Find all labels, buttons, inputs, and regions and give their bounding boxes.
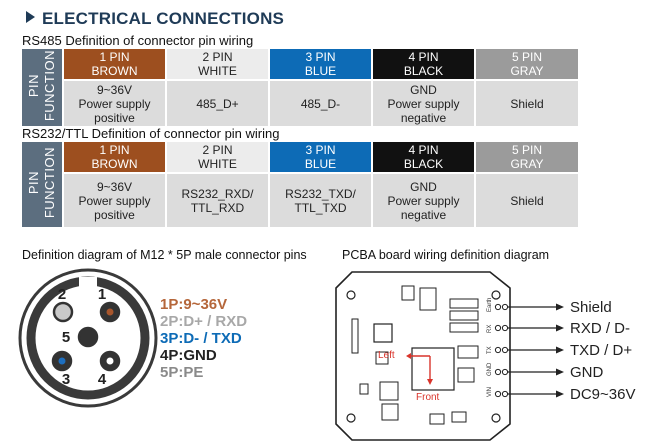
wire-txd xyxy=(494,346,564,354)
triangle-icon xyxy=(26,11,35,23)
wire-shield xyxy=(494,303,564,311)
component xyxy=(449,298,479,309)
value-pin-5: Shield xyxy=(474,172,578,227)
pin-5 xyxy=(77,326,99,348)
connector-key-notch xyxy=(79,277,97,288)
rs485-table-title: RS485 Definition of connector pin wiring xyxy=(22,33,254,48)
pin-4-dot xyxy=(106,357,114,365)
pad-label-vin: VIN xyxy=(487,387,493,397)
value-pin-2: 485_D+ xyxy=(165,79,269,126)
left-arrowhead-icon xyxy=(406,353,411,359)
pin-1-dot xyxy=(106,308,114,316)
value-pin-5: Shield xyxy=(474,79,578,126)
component xyxy=(451,411,467,423)
wire-rxd xyxy=(494,324,564,332)
connector-header xyxy=(351,318,359,354)
mount-hole-icon xyxy=(346,413,356,423)
connector-label-rxd: RXD / D- xyxy=(570,320,630,337)
component xyxy=(429,413,445,425)
m12-pin-list: 1P:9~36V 2P:D+ / RXD 3P:D- / TXD 4P:GND … xyxy=(160,296,247,381)
component xyxy=(381,403,399,421)
pin-2 xyxy=(52,301,74,323)
component xyxy=(457,345,479,359)
value-pin-3: RS232_TXD/TTL_TXD xyxy=(268,172,372,227)
component xyxy=(449,322,479,333)
m12-connector-diagram: 2 1 5 3 4 xyxy=(18,268,158,408)
value-pin-3: 485_D- xyxy=(268,79,372,126)
component xyxy=(375,351,389,365)
front-label: Front xyxy=(416,392,440,403)
component xyxy=(359,383,369,395)
component xyxy=(401,285,415,301)
connector-label-dc: DC9~36V xyxy=(570,386,635,403)
pcba-board-diagram: Left Front Earth RX TX GND VIN Shield RX… xyxy=(335,271,635,441)
pin-2-number: 2 xyxy=(58,286,66,303)
m12-diagram-title: Definition diagram of M12 * 5P male conn… xyxy=(22,248,307,262)
component xyxy=(419,287,437,311)
pin-1-number: 1 xyxy=(98,286,106,303)
pin-4-definition: 4P:GND xyxy=(160,347,217,364)
value-pin-2: RS232_RXD/TTL_RXD xyxy=(165,172,269,227)
section-heading: ELECTRICAL CONNECTIONS xyxy=(26,9,284,29)
component xyxy=(379,381,399,401)
connector-label-txd: TXD / D+ xyxy=(570,342,632,359)
component xyxy=(449,310,479,321)
pin-4-number: 4 xyxy=(98,371,107,388)
pin-function-label: PIN FUNCTION xyxy=(22,142,63,227)
sensor-module xyxy=(411,347,455,391)
pin-2-definition: 2P:D+ / RXD xyxy=(160,313,248,330)
pin-3-definition: 3P:D- / TXD xyxy=(160,330,242,347)
pin-5-number: 5 xyxy=(62,329,70,346)
pad-label-earth: Earth xyxy=(487,298,493,312)
rs232-table-title: RS232/TTL Definition of connector pin wi… xyxy=(22,126,280,141)
pin-3-dot xyxy=(58,357,66,365)
front-arrowhead-icon xyxy=(427,379,433,385)
wire-gnd xyxy=(494,368,564,376)
pin-function-label: PIN FUNCTION xyxy=(22,49,63,126)
pad-label-tx: TX xyxy=(487,346,493,354)
connector-label-gnd: GND xyxy=(570,364,604,381)
mount-hole-icon xyxy=(491,413,501,423)
chip-ic xyxy=(373,323,393,343)
mount-hole-icon xyxy=(491,290,501,300)
left-label: Left xyxy=(378,350,395,361)
pin-1-definition: 1P:9~36V xyxy=(160,296,228,313)
component xyxy=(457,367,475,383)
pin-3-number: 3 xyxy=(62,371,70,388)
connector-label-shield: Shield xyxy=(570,299,612,316)
pin-5-definition: 5P:PE xyxy=(160,364,204,381)
mount-hole-icon xyxy=(346,290,356,300)
pad-label-rx: RX xyxy=(487,325,493,333)
pcba-diagram-title: PCBA board wiring definition diagram xyxy=(342,248,550,262)
wire-dc xyxy=(494,390,564,398)
pad-label-gnd: GND xyxy=(487,362,493,376)
